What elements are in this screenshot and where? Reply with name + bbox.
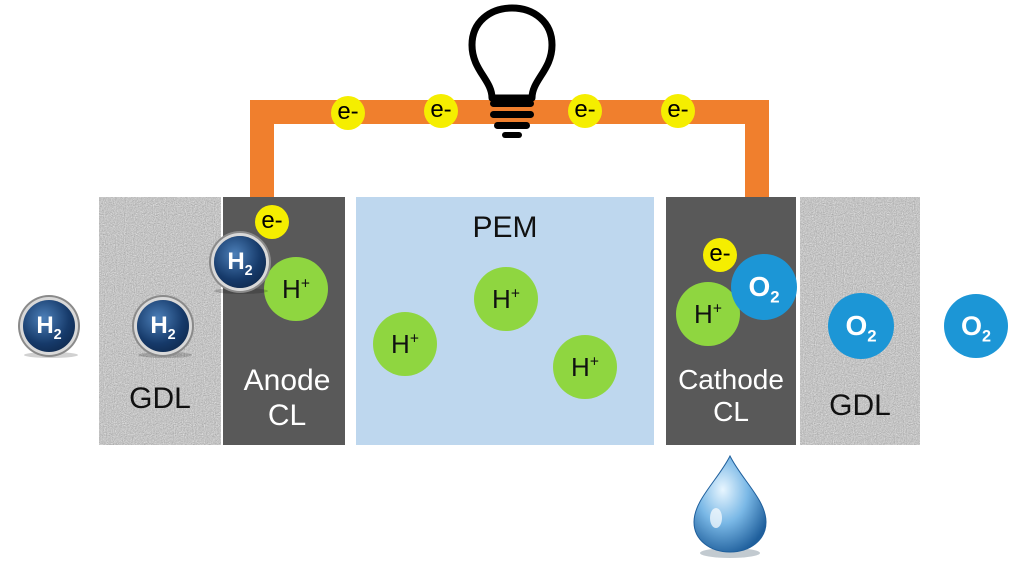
anode-label: Anode CL (223, 364, 351, 433)
gdl-right-label: GDL (829, 389, 891, 422)
hydrogen-molecule: H2 (214, 236, 266, 288)
gdl-left-label: GDL (129, 382, 191, 415)
proton: H+ (264, 257, 328, 321)
hydrogen-shadow (24, 352, 78, 358)
hydrogen-molecule: H2 (137, 300, 189, 352)
anode-label-line1: Anode (243, 364, 331, 397)
oxygen-molecule: O2 (828, 293, 894, 359)
electron: e- (424, 94, 458, 128)
pem-label: PEM (472, 211, 538, 244)
electron: e- (661, 94, 695, 128)
cathode-label: Cathode CL (662, 364, 800, 428)
hydrogen-molecule: H2 (23, 300, 75, 352)
water-drop-icon (693, 454, 767, 558)
hydrogen-shadow (214, 288, 268, 294)
proton: H+ (676, 282, 740, 346)
electron: e- (331, 96, 365, 130)
oxygen-molecule: O2 (944, 294, 1008, 358)
hydrogen-shadow (138, 352, 192, 358)
oxygen-molecule: O2 (731, 254, 797, 320)
light-bulb-icon (468, 4, 556, 138)
proton: H+ (553, 335, 617, 399)
electron: e- (703, 238, 737, 272)
electron: e- (568, 94, 602, 128)
electron: e- (255, 205, 289, 239)
cathode-label-line2: CL (713, 396, 749, 428)
anode-label-line2: CL (267, 398, 307, 432)
cathode-label-line1: Cathode (678, 364, 784, 395)
proton: H+ (474, 267, 538, 331)
proton: H+ (373, 312, 437, 376)
